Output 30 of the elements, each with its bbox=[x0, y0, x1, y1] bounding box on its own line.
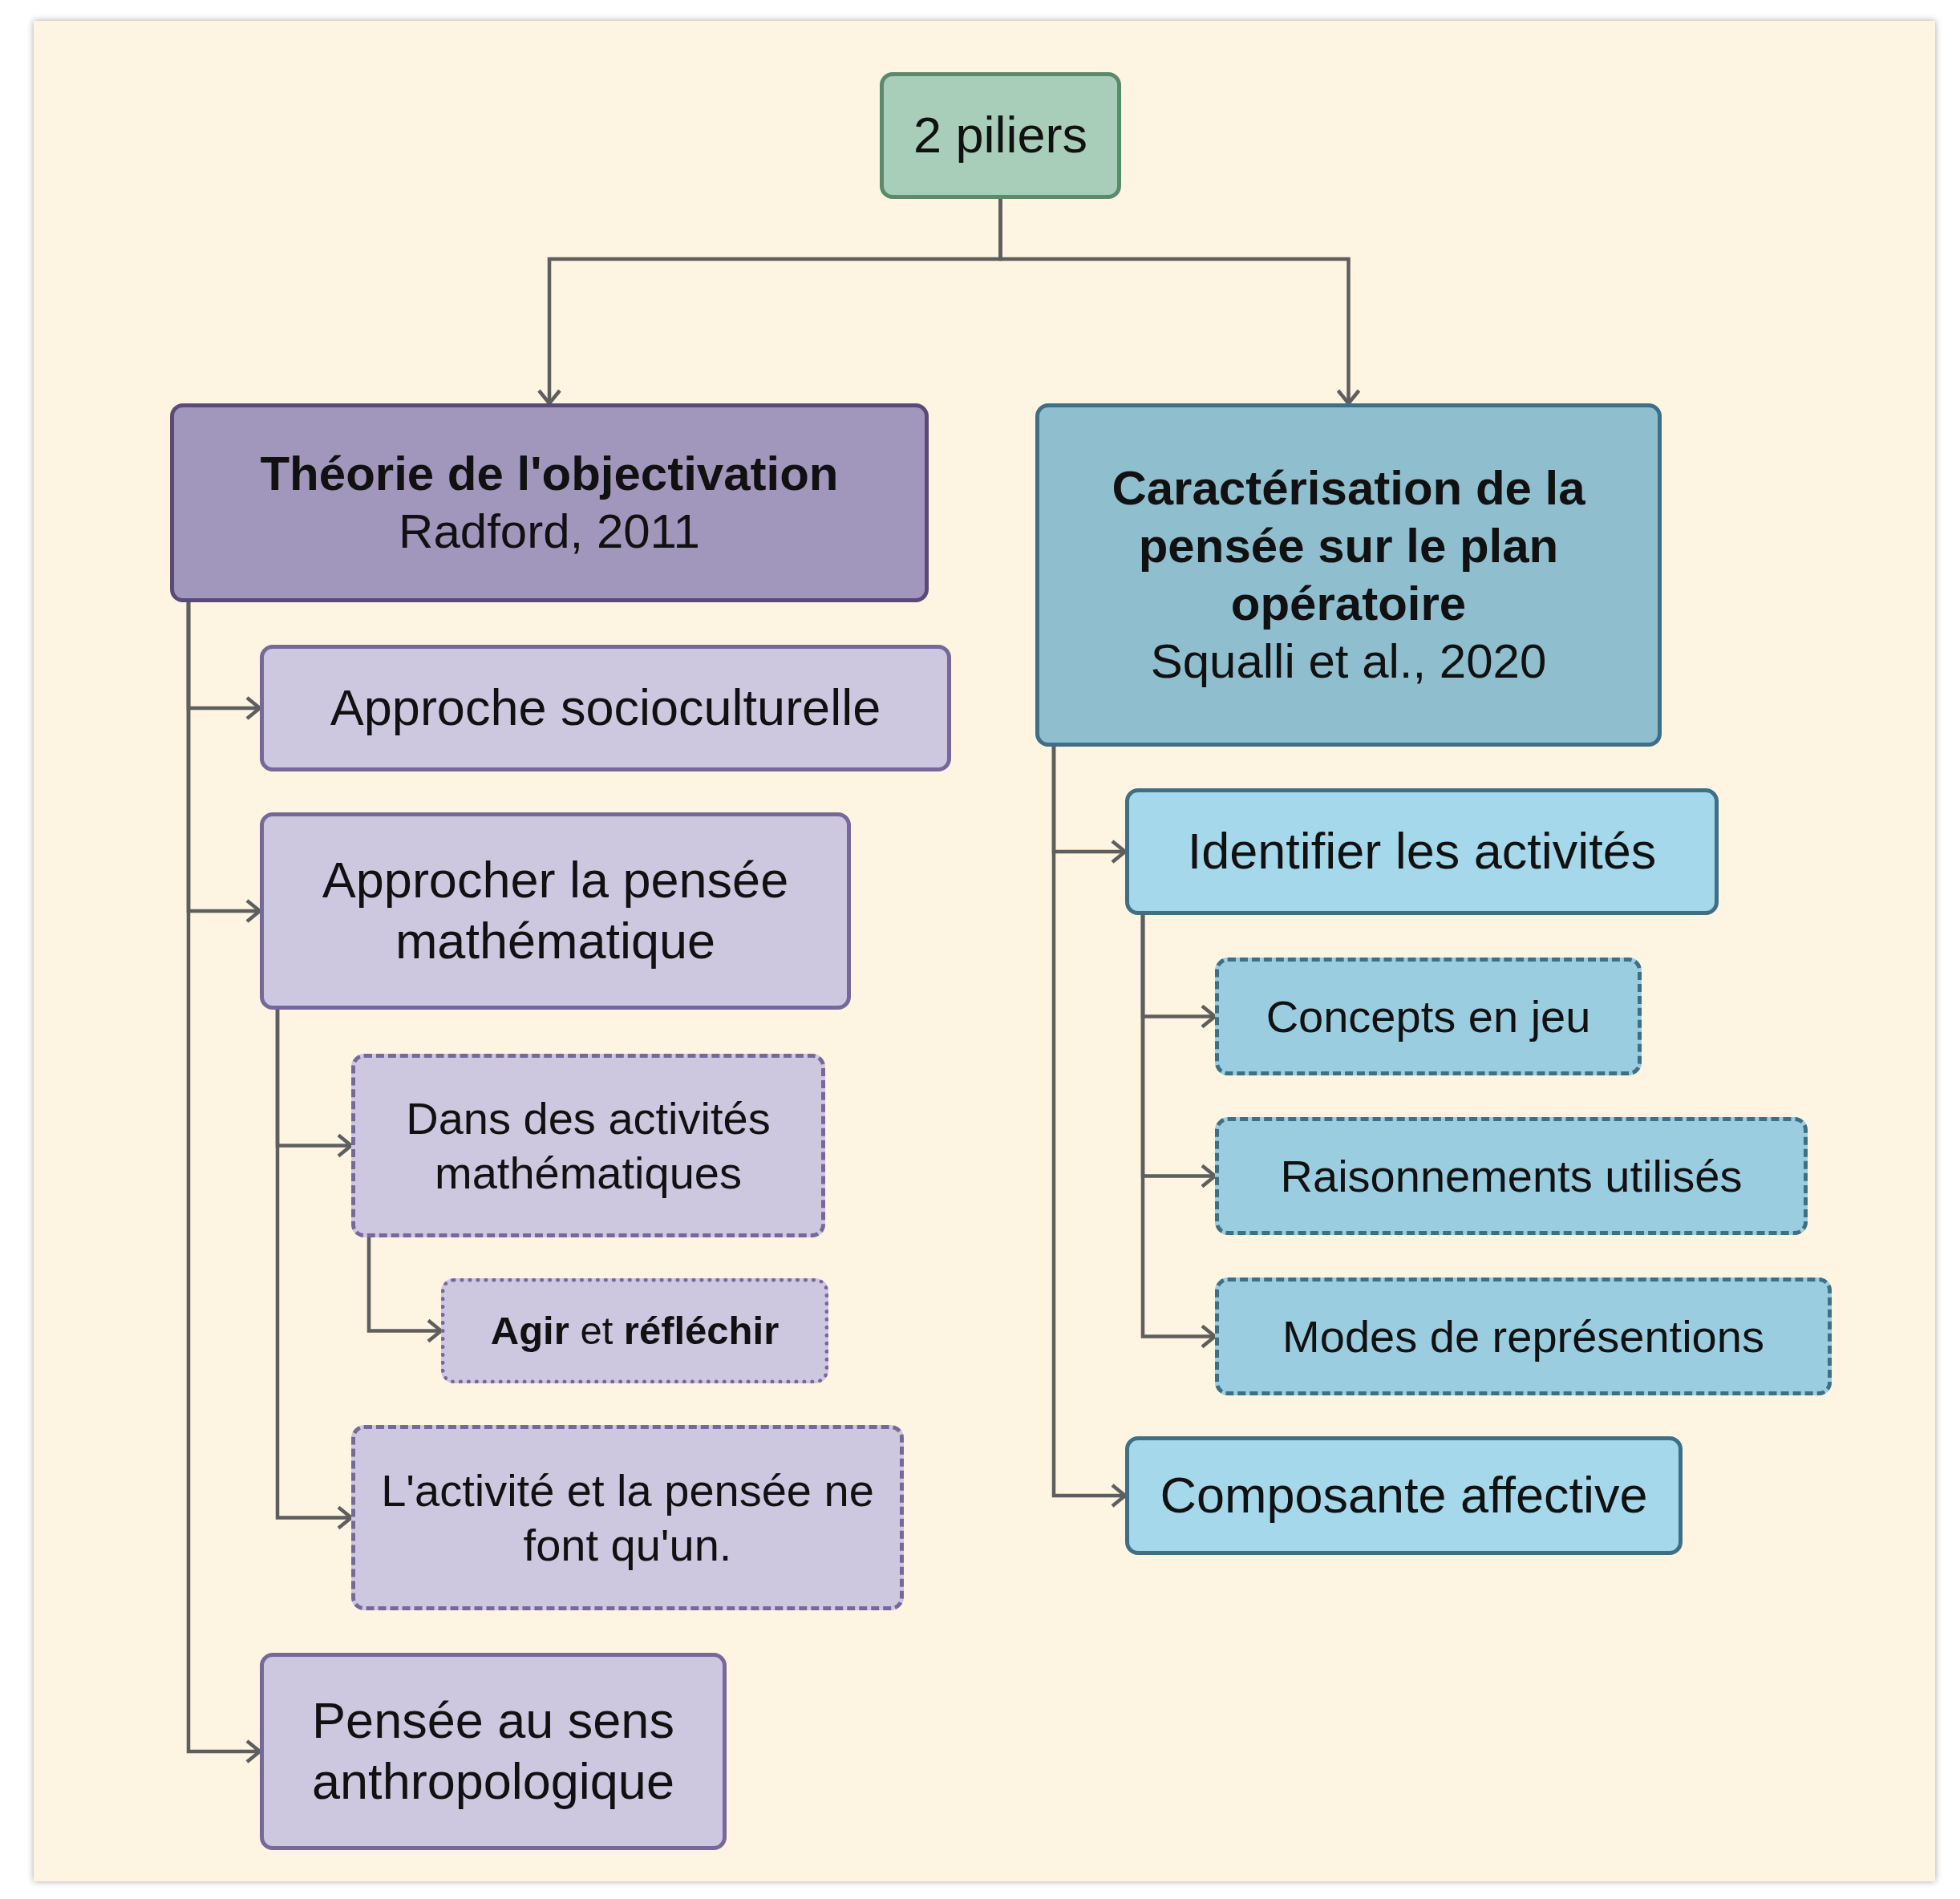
dashed-box bbox=[351, 1054, 825, 1237]
concept-box bbox=[260, 645, 951, 771]
concept-box bbox=[1035, 403, 1662, 747]
box-text: Pensée au sens anthropologique bbox=[311, 1691, 675, 1811]
dashed-box bbox=[441, 1278, 828, 1383]
dashed-box bbox=[351, 1425, 904, 1610]
box-text: Concepts en jeu bbox=[1265, 990, 1591, 1043]
box-text: Approcher la pensée mathématique bbox=[321, 851, 790, 970]
box-text: Approche socioculturelle bbox=[330, 678, 881, 738]
concept-box bbox=[1125, 1436, 1683, 1555]
dashed-box bbox=[1215, 1117, 1808, 1235]
box-text: Identifier les activités bbox=[1187, 822, 1657, 881]
concept-box bbox=[260, 1653, 727, 1850]
concept-box bbox=[260, 812, 851, 1010]
box-text: Squalli et al., 2020 bbox=[1150, 634, 1547, 690]
box-text: Raisonnements utilisés bbox=[1280, 1149, 1743, 1203]
dashed-box bbox=[1215, 1277, 1832, 1395]
box-text: Modes de représentions bbox=[1282, 1310, 1764, 1363]
box-text: Agir et réfléchir bbox=[490, 1308, 780, 1354]
box-text: Radford, 2011 bbox=[399, 504, 700, 560]
dashed-box bbox=[1215, 958, 1642, 1075]
concept-box bbox=[880, 72, 1121, 199]
concept-box bbox=[170, 403, 929, 602]
box-text: 2 piliers bbox=[913, 106, 1088, 165]
concept-box bbox=[1125, 788, 1719, 915]
box-heading: Théorie de l'objectivation bbox=[260, 446, 839, 502]
box-text: Composante affective bbox=[1160, 1466, 1648, 1525]
box-heading: Caractérisation de la pensée sur le plan opératoire bbox=[1111, 460, 1586, 632]
box-text: L'activité et la pensée ne font qu'un. bbox=[380, 1464, 875, 1572]
box-text: Dans des activités mathématiques bbox=[405, 1092, 771, 1200]
